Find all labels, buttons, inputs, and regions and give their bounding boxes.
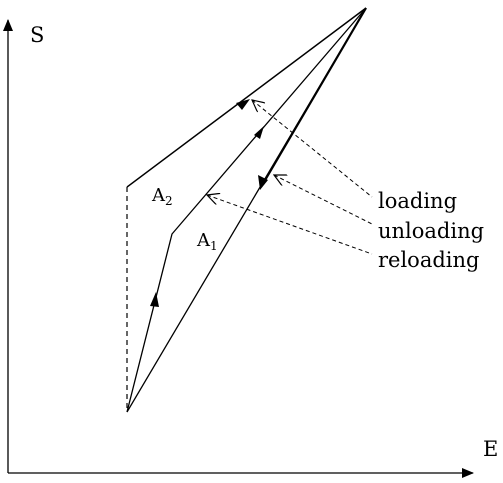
loading-curve [126,7,367,188]
reloading-arrowhead-upper [254,126,264,139]
legend-label-unloading: unloading [378,219,484,243]
legend-label-loading: loading [378,189,457,213]
callout-arrow-loading [252,100,373,198]
area-label-a2: A2 [151,185,173,208]
x-axis-label: E [483,437,498,461]
area-label-a1: A1 [196,230,218,253]
y-axis-label: S [30,23,44,47]
unloading-thick-segment [263,7,367,183]
unloading-arrowhead [258,175,268,190]
loading-arrowhead [236,99,250,110]
callout-arrow-reloading [207,195,373,255]
callout-arrow-unloading [274,175,373,225]
reloading-arrowhead-lower [150,292,159,307]
legend-label-reloading: reloading [378,248,479,272]
reloading-curve [126,7,367,413]
